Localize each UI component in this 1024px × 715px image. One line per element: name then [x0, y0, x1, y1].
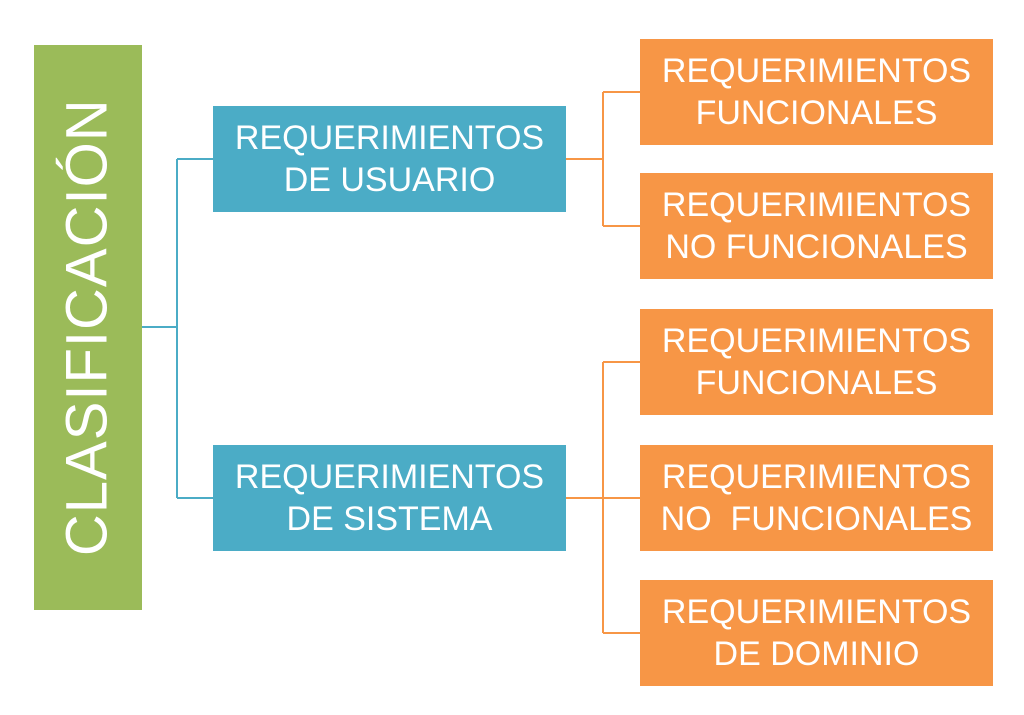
- node-label-line-2: NO FUNCIONALES: [660, 500, 973, 538]
- node-label-line-1: REQUERIMIENTOS: [661, 457, 972, 496]
- node-label-line-1: REQUERIMIENTOS: [234, 457, 545, 496]
- node-label-line-2: FUNCIONALES: [695, 364, 938, 402]
- node-label-line-1: REQUERIMIENTOS: [234, 118, 545, 157]
- node-requerimientos-usuario: REQUERIMIENTOS DE USUARIO: [213, 106, 566, 212]
- node-label-line-2: DE DOMINIO: [713, 635, 920, 673]
- node-sistema-funcionales: REQUERIMIENTOS FUNCIONALES: [640, 309, 993, 415]
- node-usuario-no-funcionales: REQUERIMIENTOS NO FUNCIONALES: [640, 173, 993, 279]
- node-label-line-1: REQUERIMIENTOS: [661, 51, 972, 90]
- node-label-line-2: FUNCIONALES: [695, 94, 938, 132]
- node-requerimientos-sistema: REQUERIMIENTOS DE SISTEMA: [213, 445, 566, 551]
- root-node: CLASIFICACIÓN: [34, 45, 142, 610]
- node-label-line-2: DE USUARIO: [283, 161, 496, 199]
- node-label-line-2: NO FUNCIONALES: [665, 228, 968, 266]
- root-label: CLASIFICACIÓN: [54, 98, 120, 557]
- usuario-connectors: [566, 91, 640, 227]
- root-connectors: [142, 158, 213, 499]
- node-sistema-dominio: REQUERIMIENTOS DE DOMINIO: [640, 580, 993, 686]
- node-label-line-1: REQUERIMIENTOS: [661, 185, 972, 224]
- sistema-connectors: [566, 361, 640, 634]
- node-label-line-2: DE SISTEMA: [286, 500, 493, 538]
- node-label-line-1: REQUERIMIENTOS: [661, 321, 972, 360]
- node-usuario-funcionales: REQUERIMIENTOS FUNCIONALES: [640, 39, 993, 145]
- node-sistema-no-funcionales: REQUERIMIENTOS NO FUNCIONALES: [640, 445, 993, 551]
- node-label-line-1: REQUERIMIENTOS: [661, 592, 972, 631]
